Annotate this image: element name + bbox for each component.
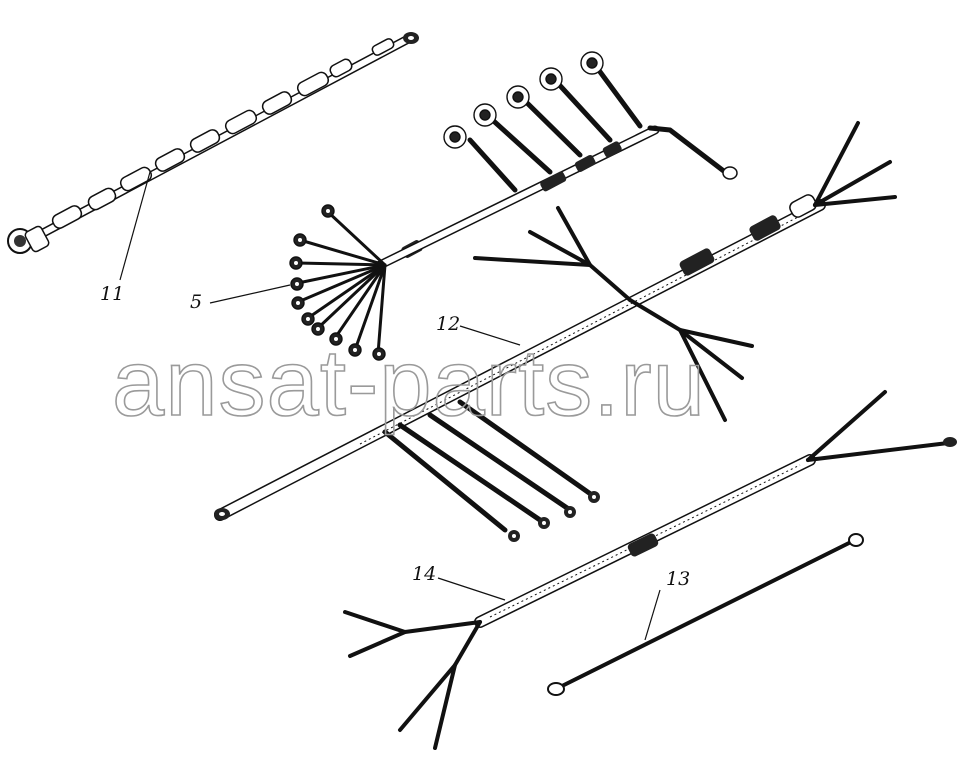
watermark-text: ansat-parts.ru [112,330,706,435]
harness-13 [547,533,864,696]
harness-14 [343,390,957,750]
harness-12 [214,51,897,542]
callouts: 11 5 12 14 13 [100,171,690,641]
harness-11 [7,32,419,254]
callout-11: 11 [100,283,124,305]
callout-12: 12 [436,313,460,335]
connector-group [443,51,643,193]
ring-terminal [403,32,419,44]
callout-14: 14 [412,563,436,585]
callout-5: 5 [190,291,202,313]
connector-round [7,225,50,254]
ring-terminal-fan [289,204,387,361]
callout-13: 13 [666,568,690,590]
